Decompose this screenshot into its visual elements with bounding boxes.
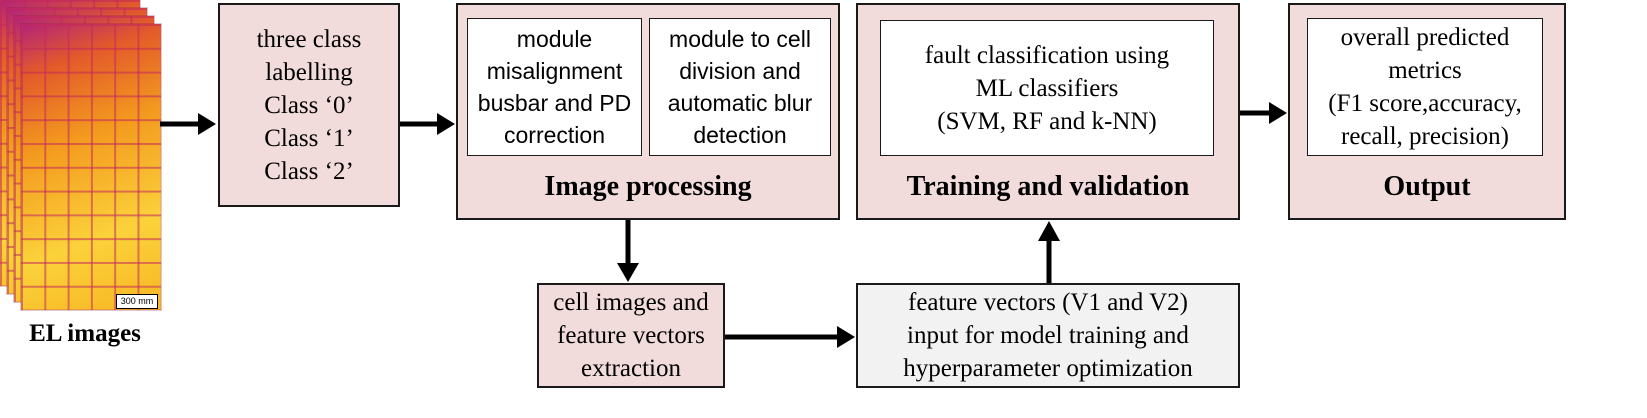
module-a-line: busbar and PD <box>477 90 632 116</box>
output-box: overall predicted metrics (F1 score,accu… <box>1288 3 1566 220</box>
scale-bar: 300 mm <box>116 294 158 309</box>
training-line: fault classification using <box>924 41 1170 69</box>
arrowhead-icon <box>198 113 216 135</box>
el-images-caption: EL images <box>29 320 141 347</box>
labelling-line: labelling <box>265 58 353 86</box>
feature-vectors-line: input for model training and <box>907 322 1189 349</box>
predicted-metrics-box: overall predicted metrics (F1 score,accu… <box>1307 18 1543 156</box>
output-line: overall predicted <box>1340 24 1510 51</box>
module-b-line: division and <box>679 58 801 84</box>
module-b-line: detection <box>693 122 787 148</box>
misalignment-correction-box: module misalignment busbar and PD correc… <box>467 18 642 156</box>
labelling-line: Class ‘0’ <box>264 91 354 119</box>
feature-vectors-line: feature vectors (V1 and V2) <box>908 289 1188 316</box>
module-b-line: automatic blur <box>667 90 813 116</box>
feature-extraction-box: cell images and feature vectors extracti… <box>537 283 725 388</box>
labelling-box: three class labelling Class ‘0’ Class ‘1… <box>218 3 400 207</box>
labelling-line: three class <box>256 25 362 53</box>
arrowhead-icon <box>1269 102 1287 124</box>
output-line: recall, precision) <box>1341 123 1509 150</box>
feature-vectors-line: hyperparameter optimization <box>903 355 1193 382</box>
extraction-line: cell images and <box>553 289 709 316</box>
el-image-panel <box>21 24 161 310</box>
training-line: ML classifiers <box>975 74 1119 102</box>
cell-division-box: module to cell division and automatic bl… <box>649 18 831 156</box>
feature-vectors-box: feature vectors (V1 and V2) input for mo… <box>856 283 1240 388</box>
module-a-line: module <box>516 26 593 52</box>
arrowhead-icon <box>437 113 455 135</box>
output-title: Output <box>1383 171 1471 202</box>
training-validation-box: fault classification using ML classifier… <box>856 3 1240 220</box>
output-line: (F1 score,accuracy, <box>1328 90 1522 117</box>
arrowhead-icon <box>617 263 639 282</box>
image-processing-box: module misalignment busbar and PD correc… <box>456 3 840 220</box>
fault-classification-box: fault classification using ML classifier… <box>880 20 1214 156</box>
module-b-line: module to cell <box>669 26 811 52</box>
training-validation-title: Training and validation <box>906 171 1190 202</box>
arrowhead-icon <box>837 326 855 348</box>
labelling-line: Class ‘1’ <box>264 124 354 152</box>
training-line: (SVM, RF and k-NN) <box>937 107 1157 135</box>
arrowhead-icon <box>1038 221 1060 241</box>
labelling-line: Class ‘2’ <box>264 157 354 185</box>
module-a-line: correction <box>504 122 605 148</box>
output-line: metrics <box>1388 57 1462 84</box>
extraction-line: extraction <box>581 355 681 382</box>
image-processing-title: Image processing <box>544 171 752 202</box>
module-a-line: misalignment <box>486 58 623 84</box>
extraction-line: feature vectors <box>557 322 705 349</box>
